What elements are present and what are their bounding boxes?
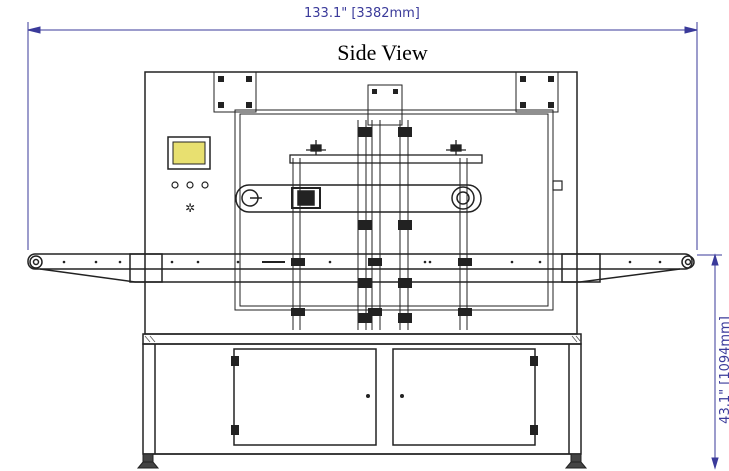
conveyor <box>27 253 695 283</box>
belt-assembly <box>235 184 482 213</box>
control-buttons <box>171 181 209 189</box>
overall-length-label: 133.1" [3382mm] <box>300 6 488 21</box>
height-label: 43.1" [1094mm] <box>718 316 729 424</box>
conveyor-rivets <box>62 260 662 264</box>
cabinet-hinges <box>231 356 538 435</box>
view-title: Side View <box>337 40 428 65</box>
column-clamps <box>291 127 472 323</box>
emergency-stop-icon: ✲ <box>185 201 195 215</box>
hatch-details <box>144 335 582 343</box>
mounting-plate-details <box>218 76 554 108</box>
leveling-feet <box>136 453 588 469</box>
height-dimension-line <box>697 253 722 470</box>
machine-frame <box>144 71 578 335</box>
side-switch <box>552 180 563 191</box>
base-cabinet <box>142 333 582 455</box>
nozzle-crossbar <box>289 140 483 164</box>
overall-length-dimension <box>27 22 698 250</box>
control-screen <box>167 136 211 170</box>
